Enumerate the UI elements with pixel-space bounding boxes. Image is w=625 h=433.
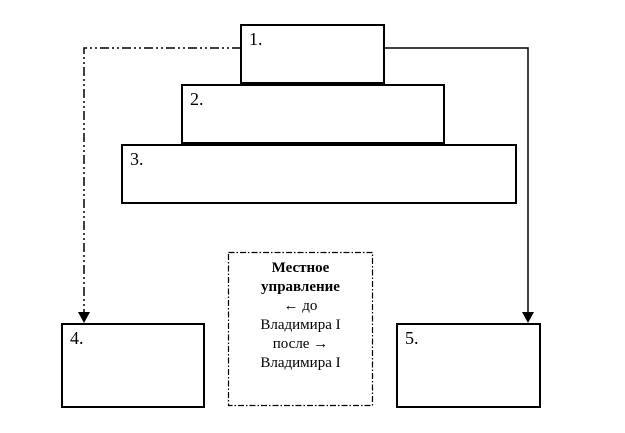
- box-3-label: 3.: [130, 149, 144, 169]
- box-5-label: 5.: [405, 328, 419, 348]
- box-2: 2.: [181, 84, 445, 144]
- box-2-label: 2.: [190, 89, 204, 109]
- note-line-after-name: Владимира I: [260, 355, 341, 371]
- box-4: 4.: [61, 323, 205, 408]
- note-dashed-border: [227, 251, 374, 407]
- down-arrowhead-icon: [78, 312, 90, 323]
- box-5: 5.: [396, 323, 541, 408]
- note-title-line-2: управление: [261, 279, 340, 295]
- box-1: 1.: [240, 24, 385, 84]
- solid-connector-line: [385, 47, 529, 312]
- box-1-label: 1.: [249, 29, 263, 49]
- dashed-connector-line: [83, 47, 241, 312]
- note-title-line-1: Местное: [271, 260, 330, 276]
- local-government-note: Местное управление ← до Владимира I посл…: [228, 252, 373, 406]
- box-4-label: 4.: [70, 328, 84, 348]
- note-line-after: после →: [272, 336, 329, 352]
- box-3: 3.: [121, 144, 517, 204]
- note-line-before: ← до: [283, 298, 318, 314]
- note-line-before-name: Владимира I: [260, 317, 341, 333]
- down-arrowhead-icon: [522, 312, 534, 323]
